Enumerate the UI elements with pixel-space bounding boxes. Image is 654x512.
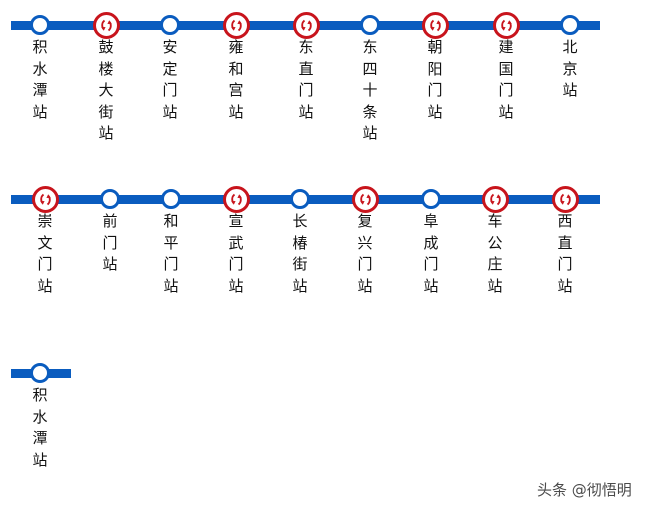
interchange-arrows-icon <box>92 11 120 39</box>
station-circle-icon <box>290 189 310 209</box>
station-name: 前门站 <box>102 212 118 273</box>
station-name: 东四十条站 <box>362 38 378 142</box>
interchange-arrows-icon <box>492 11 520 39</box>
station-circle-icon <box>560 15 580 35</box>
station-name: 复兴门站 <box>357 212 373 295</box>
watermark: 头条 @彻悟明 <box>537 481 632 499</box>
station-name: 宣武门站 <box>228 212 244 295</box>
station-name: 朝阳门站 <box>427 38 443 121</box>
station-name: 西直门站 <box>557 212 573 295</box>
station-name: 安定门站 <box>162 38 178 121</box>
station-circle-icon <box>360 15 380 35</box>
interchange-arrows-icon <box>31 185 59 213</box>
station-name: 北京站 <box>562 38 578 99</box>
station-circle-icon <box>30 363 50 383</box>
station-name: 东直门站 <box>298 38 314 121</box>
station-circle-icon <box>161 189 181 209</box>
interchange-arrows-icon <box>551 185 579 213</box>
station-name: 建国门站 <box>498 38 514 121</box>
station-name: 积水潭站 <box>32 386 48 469</box>
station-name: 长椿街站 <box>292 212 308 295</box>
station-circle-icon <box>160 15 180 35</box>
interchange-arrows-icon <box>222 185 250 213</box>
station-name: 和平门站 <box>163 212 179 295</box>
interchange-arrows-icon <box>421 11 449 39</box>
interchange-arrows-icon <box>292 11 320 39</box>
interchange-arrows-icon <box>351 185 379 213</box>
station-name: 车公庄站 <box>487 212 503 295</box>
interchange-arrows-icon <box>481 185 509 213</box>
station-name: 鼓楼大街站 <box>98 38 114 142</box>
station-circle-icon <box>421 189 441 209</box>
interchange-arrows-icon <box>222 11 250 39</box>
station-circle-icon <box>100 189 120 209</box>
station-name: 积水潭站 <box>32 38 48 121</box>
station-name: 阜成门站 <box>423 212 439 295</box>
station-name: 雍和宫站 <box>228 38 244 121</box>
station-name: 崇文门站 <box>37 212 53 295</box>
station-circle-icon <box>30 15 50 35</box>
